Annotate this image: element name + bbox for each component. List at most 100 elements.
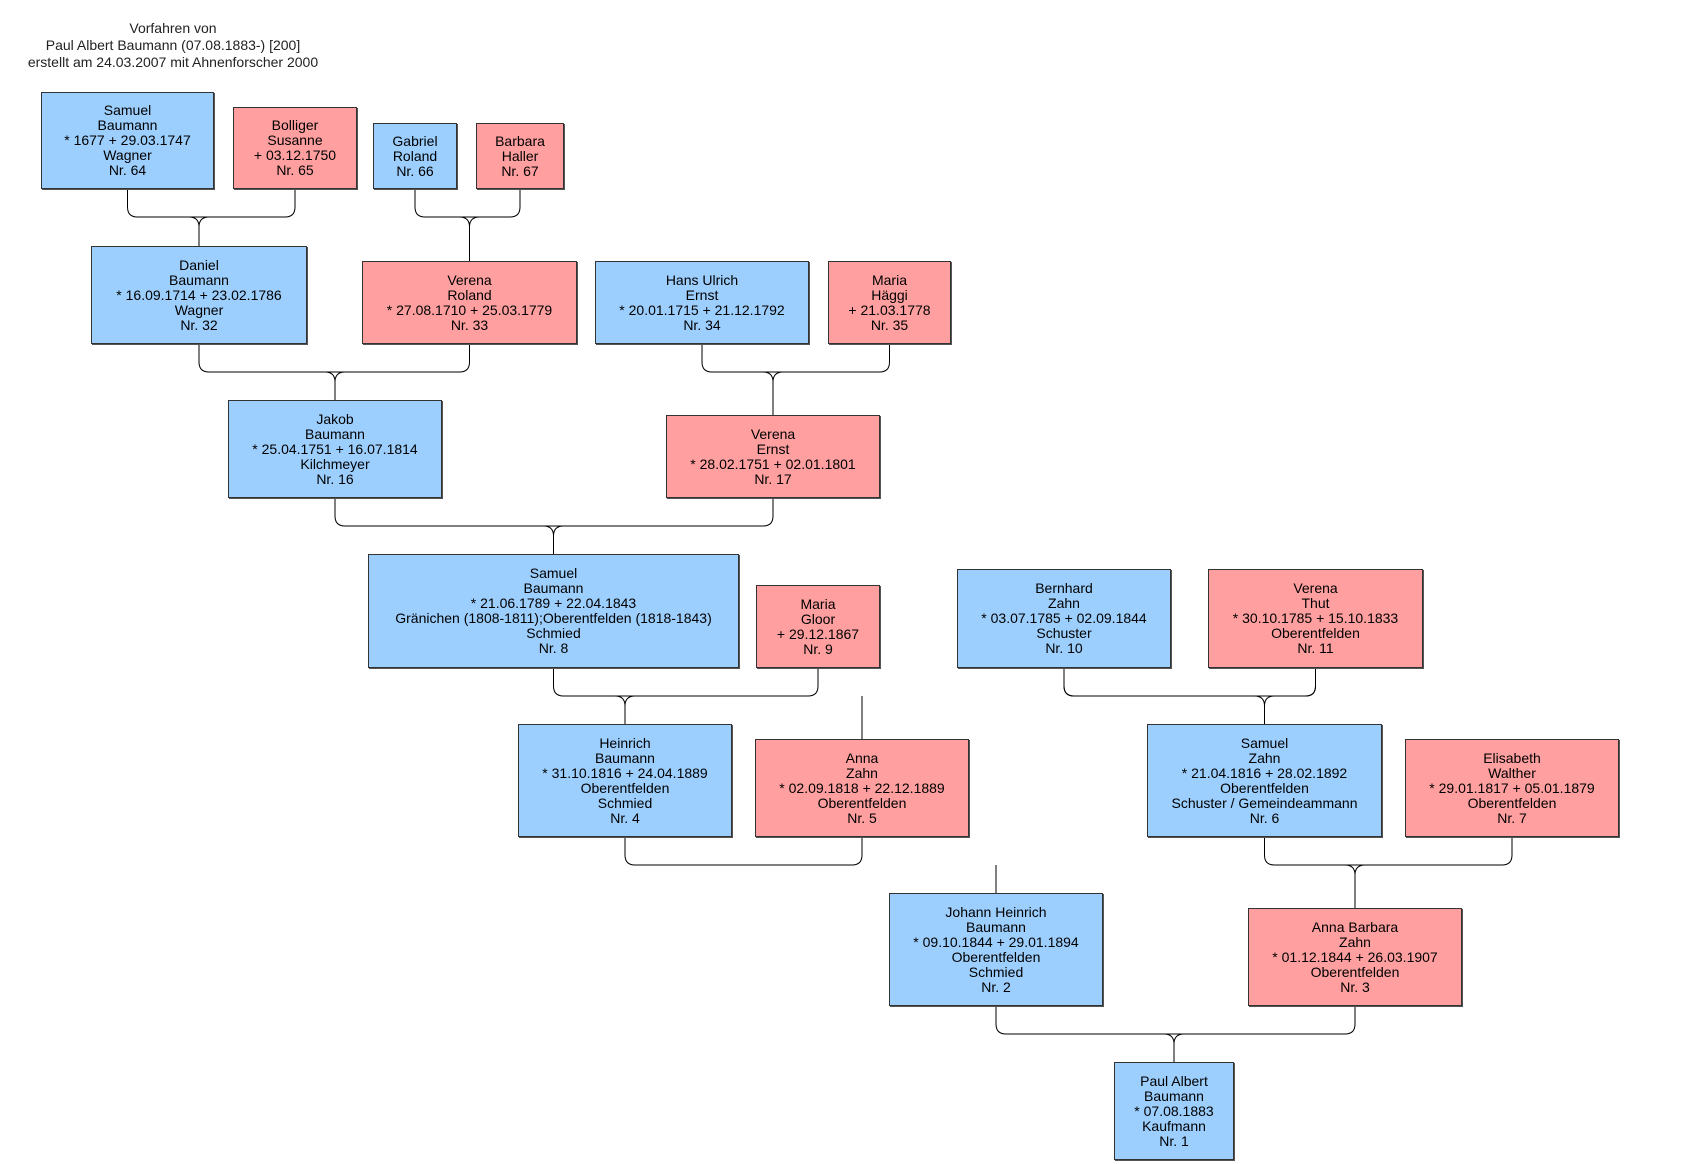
person-line: Nr. 33 bbox=[450, 316, 489, 333]
person-line: * 09.10.1844 + 29.01.1894 bbox=[913, 933, 1079, 950]
person-line: Nr. 17 bbox=[754, 470, 792, 487]
person-line: * 02.09.1818 + 22.12.1889 bbox=[779, 779, 945, 796]
person-line: Paul Albert bbox=[1140, 1072, 1208, 1089]
person-line: Baumann bbox=[966, 918, 1026, 935]
person-line: Verena bbox=[750, 425, 796, 442]
person-line: Schmied bbox=[968, 963, 1024, 980]
person-line: + 21.03.1778 bbox=[848, 301, 931, 318]
person-line: Oberentfelden bbox=[1467, 794, 1557, 811]
person-line: * 27.08.1710 + 25.03.1779 bbox=[386, 301, 553, 318]
person-line: Maria bbox=[800, 595, 836, 612]
header-line-2: Paul Albert Baumann (07.08.1883-) [200] bbox=[45, 37, 301, 53]
person-line: Nr. 8 bbox=[538, 640, 569, 656]
person-line: Gränichen (1808-1811);Oberentfelden (181… bbox=[395, 610, 712, 626]
person-line: Baumann bbox=[523, 580, 584, 596]
person-line: Barbara bbox=[495, 132, 545, 149]
person-line: Schmied bbox=[526, 625, 581, 641]
person-line: * 21.04.1816 + 28.02.1892 bbox=[1181, 764, 1348, 781]
parents-bracket-nr-4 bbox=[553, 668, 819, 697]
child-stem-nr-1 bbox=[1163, 1033, 1185, 1062]
person-line: * 1677 + 29.03.1747 bbox=[64, 132, 191, 148]
person-line: Nr. 11 bbox=[1297, 640, 1334, 656]
person-line: Nr. 16 bbox=[316, 470, 354, 487]
parents-bracket-nr-33 bbox=[414, 189, 521, 218]
person-line: Oberentfelden bbox=[1220, 779, 1309, 796]
person-line: Roland bbox=[392, 147, 438, 164]
person-line: Ernst bbox=[685, 286, 719, 303]
person-line: Nr. 3 bbox=[1340, 978, 1370, 995]
person-line: * 16.09.1714 + 23.02.1786 bbox=[116, 286, 282, 303]
person-line: Nr. 67 bbox=[501, 162, 539, 179]
person-line: Nr. 35 bbox=[870, 316, 909, 333]
person-line: Nr. 1 bbox=[1159, 1132, 1189, 1149]
person-line: Samuel bbox=[103, 102, 152, 118]
header-line-1: Vorfahren von bbox=[129, 20, 217, 36]
parents-bracket-nr-1 bbox=[995, 1006, 1356, 1035]
person-line: Hans Ulrich bbox=[665, 271, 739, 288]
person-line: Samuel bbox=[529, 565, 578, 581]
parents-bracket-nr-3 bbox=[1264, 837, 1513, 866]
person-line: Nr. 9 bbox=[803, 640, 833, 657]
person-line: Baumann bbox=[97, 117, 158, 133]
person-line: Nr. 65 bbox=[276, 162, 314, 178]
person-line: * 29.01.1817 + 05.01.1879 bbox=[1429, 779, 1595, 796]
person-line: Heinrich bbox=[599, 734, 651, 751]
person-line: * 31.10.1816 + 24.04.1889 bbox=[542, 764, 708, 781]
person-line: Elisabeth bbox=[1483, 749, 1541, 766]
person-line: Nr. 64 bbox=[108, 162, 147, 178]
person-line: Baumann bbox=[595, 749, 655, 766]
person-line: Maria bbox=[871, 271, 907, 288]
person-line: * 01.12.1844 + 26.03.1907 bbox=[1272, 948, 1438, 965]
person-line: Gloor bbox=[800, 610, 836, 627]
parents-bracket-nr-8 bbox=[334, 498, 774, 527]
person-line: * 30.10.1785 + 15.10.1833 bbox=[1232, 610, 1399, 626]
person-line: Nr. 4 bbox=[610, 809, 640, 826]
person-line: Zahn bbox=[1339, 933, 1371, 950]
person-line: * 25.04.1751 + 16.07.1814 bbox=[252, 440, 418, 457]
person-line: Johann Heinrich bbox=[945, 903, 1047, 920]
parents-bracket-nr-17 bbox=[701, 344, 890, 373]
person-line: Walther bbox=[1488, 764, 1536, 781]
person-line: Roland bbox=[447, 286, 492, 303]
person-line: * 20.01.1715 + 21.12.1792 bbox=[619, 301, 785, 318]
person-line: Susanne bbox=[267, 132, 323, 148]
child-stem-nr-3 bbox=[1344, 864, 1366, 908]
person-line: Bernhard bbox=[1035, 580, 1093, 596]
person-line: Baumann bbox=[169, 271, 229, 288]
person-line: + 03.12.1750 bbox=[253, 147, 337, 163]
child-stem-nr-4 bbox=[614, 695, 636, 724]
person-line: Thut bbox=[1301, 595, 1330, 611]
person-line: Verena bbox=[447, 271, 492, 288]
child-stem-nr-6 bbox=[1254, 695, 1275, 724]
parents-bracket-nr-6 bbox=[1063, 668, 1316, 697]
person-line: * 07.08.1883 bbox=[1134, 1102, 1214, 1119]
person-line: * 21.06.1789 + 22.04.1843 bbox=[470, 595, 637, 611]
person-line: Schuster / Gemeindeammann bbox=[1171, 794, 1358, 811]
header-line-3: erstellt am 24.03.2007 mit Ahnenforscher… bbox=[27, 54, 319, 70]
person-line: Nr. 34 bbox=[683, 316, 721, 333]
person-line: Baumann bbox=[305, 425, 365, 442]
person-line: Zahn bbox=[1248, 749, 1281, 766]
person-line: Nr. 32 bbox=[180, 316, 218, 333]
